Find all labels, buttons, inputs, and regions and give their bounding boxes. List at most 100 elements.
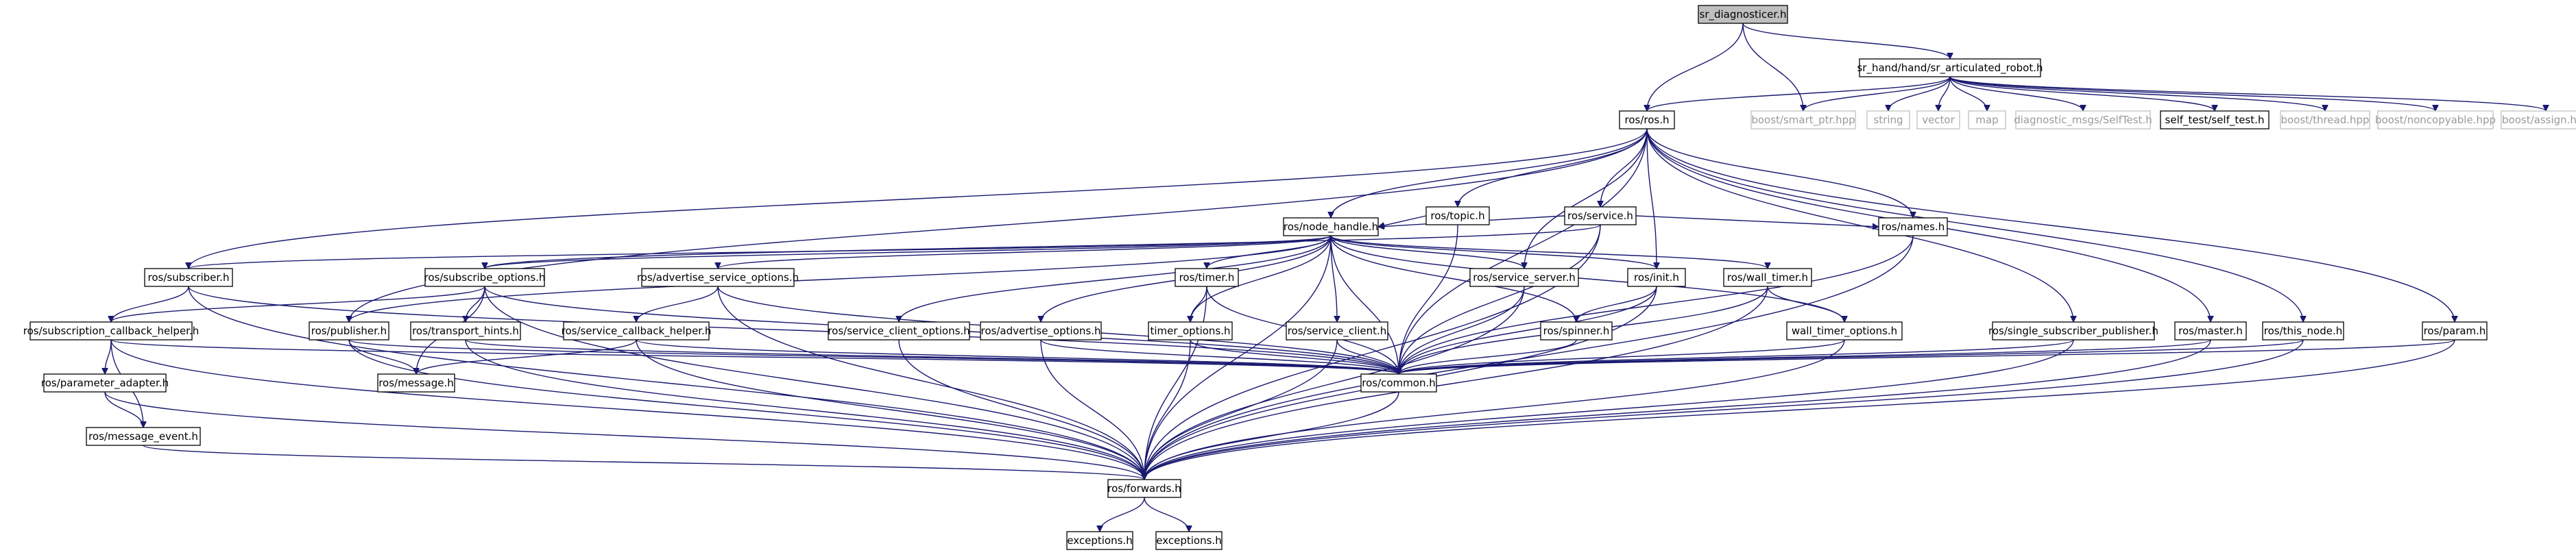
node-box (1786, 321, 1903, 341)
edge-timer-options-to-ros-forwards (1144, 339, 1191, 480)
node-ros-service-client-options[interactable]: ros/service_client_options.h (828, 321, 970, 341)
node-label: ros/subscriber.h (148, 271, 230, 284)
edge-wall-timer-options-to-ros-common (1399, 339, 1845, 375)
node-label: sr_hand/hand/sr_articulated_robot.h (1857, 62, 2043, 75)
node-box (144, 268, 233, 287)
node-ros-publisher[interactable]: ros/publisher.h (309, 321, 389, 341)
node-ros-parameter-adapter[interactable]: ros/parameter_adapter.h (41, 373, 169, 393)
edge-robot-h-to-boost-thread (1949, 76, 2325, 112)
edge-ros-ros-h-to-ros-this-node (1646, 128, 2303, 322)
node-label: ros/topic.h (1430, 210, 1484, 222)
node-ros-subscription-callback-helper[interactable]: ros/subscription_callback_helper.h (23, 321, 200, 341)
node-string: string (1866, 110, 1910, 129)
edge-ros-forwards-to-exceptions-2 (1144, 497, 1189, 532)
node-self-test[interactable]: self_test/self_test.h (2160, 110, 2270, 129)
node-box (980, 321, 1102, 341)
node-label: ros/names.h (1881, 221, 1945, 233)
edge-ros-service-client-to-ros-forwards (1144, 339, 1338, 480)
node-ros-subscribe-options[interactable]: ros/subscribe_options.h (424, 268, 546, 287)
node-label: vector (1922, 114, 1955, 126)
node-ros-message[interactable]: ros/message.h (377, 373, 455, 393)
node-ros-topic[interactable]: ros/topic.h (1425, 206, 1490, 225)
edge-ros-subscriber-to-ros-forwards (188, 286, 1144, 480)
node-box (1878, 217, 1948, 236)
node-ros-init[interactable]: ros/init.h (1627, 268, 1686, 287)
edge-ros-service-client-options-to-ros-forwards (898, 339, 1144, 480)
node-label: ros/timer.h (1179, 271, 1235, 284)
node-box (1916, 110, 1960, 129)
node-boost-smart-ptr: boost/smart_ptr.hpp (1750, 110, 1856, 129)
node-ros-timer[interactable]: ros/timer.h (1175, 268, 1239, 287)
node-ros-transport-hints[interactable]: ros/transport_hints.h (410, 321, 521, 341)
edge-ros-init-to-ros-common (1399, 286, 1657, 374)
node-box (1698, 5, 1788, 24)
node-box (1750, 110, 1856, 129)
edge-ros-ros-h-to-ros-service (1600, 128, 1648, 207)
node-ros-forwards[interactable]: ros/forwards.h (1107, 479, 1181, 498)
node-ros-subscriber[interactable]: ros/subscriber.h (144, 268, 233, 287)
node-exceptions-2[interactable]: exceptions.h (1155, 531, 1223, 550)
node-ros-node-handle[interactable]: ros/node_handle.h (1283, 217, 1379, 236)
node-robot-h[interactable]: sr_hand/hand/sr_articulated_robot.h (1857, 58, 2043, 77)
node-ros-advertise-service-options[interactable]: ros/advertise_service_options.h (637, 268, 799, 287)
node-ros-spinner[interactable]: ros/spinner.h (1540, 321, 1613, 341)
edge-robot-h-to-vector (1938, 76, 1951, 111)
node-label: map (1975, 114, 1998, 126)
node-sr-diagnosticer-h[interactable]: sr_diagnosticer.h (1698, 5, 1788, 24)
edge-wall-timer-options-to-ros-forwards (1144, 339, 1845, 480)
edge-ros-node-handle-to-ros-advertise-service-options (718, 235, 1332, 269)
node-label: ros/message.h (378, 377, 454, 389)
edge-ros-ros-h-to-ros-service-server (1524, 128, 1648, 269)
edge-ros-param-to-ros-forwards (1144, 339, 2455, 480)
node-box (1283, 217, 1379, 236)
node-box (1859, 58, 2041, 77)
node-ros-master[interactable]: ros/master.h (2174, 321, 2247, 341)
edge-robot-h-to-ros-ros-h (1647, 76, 1951, 112)
edge-ros-service-to-ros-common (1399, 224, 1601, 374)
node-label: ros/advertise_options.h (981, 325, 1101, 338)
edge-ros-this-node-to-ros-forwards (1144, 339, 2304, 480)
edge-ros-advertise-service-options-to-ros-forwards (717, 286, 1144, 480)
node-ros-service[interactable]: ros/service.h (1564, 206, 1637, 225)
node-label: wall_timer_options.h (1792, 325, 1897, 338)
node-box (1866, 110, 1910, 129)
node-label: ros/message_event.h (88, 430, 198, 443)
node-box (1155, 531, 1223, 550)
node-ros-single-subscriber-publisher[interactable]: ros/single_subscriber_publisher.h (1988, 321, 2158, 341)
node-ros-service-server[interactable]: ros/service_server.h (1469, 268, 1579, 287)
node-label: sr_diagnosticer.h (1700, 8, 1787, 21)
node-exceptions-1[interactable]: exceptions.h (1066, 531, 1133, 550)
node-ros-param[interactable]: ros/param.h (2422, 321, 2488, 341)
edge-ros-timer-to-ros-forwards (1144, 286, 1207, 480)
node-label: boost/noncopyable.hpp (2375, 114, 2496, 126)
node-box (29, 321, 193, 341)
edge-robot-h-to-diag-selftest (1949, 76, 2083, 112)
node-label: ros/subscription_callback_helper.h (23, 325, 200, 338)
edge-ros-node-handle-to-ros-spinner (1330, 235, 1576, 322)
node-box (43, 373, 167, 393)
node-ros-names[interactable]: ros/names.h (1878, 217, 1948, 236)
node-ros-ros-h[interactable]: ros/ros.h (1619, 110, 1675, 129)
edge-ros-ros-h-to-ros-param (1646, 128, 2455, 322)
edge-ros-single-subscriber-publisher-to-ros-forwards (1144, 339, 2074, 480)
node-ros-wall-timer[interactable]: ros/wall_timer.h (1723, 268, 1812, 287)
node-label: boost/smart_ptr.hpp (1751, 114, 1855, 127)
node-box (1286, 321, 1388, 341)
edge-ros-node-handle-to-ros-service-client (1330, 235, 1337, 322)
node-ros-message-event[interactable]: ros/message_event.h (86, 427, 201, 446)
node-ros-service-callback-helper[interactable]: ros/service_callback_helper.h (562, 321, 712, 341)
edge-ros-publisher-to-ros-common (348, 339, 1399, 375)
node-timer-options[interactable]: timer_options.h (1148, 321, 1233, 341)
edge-ros-names-to-ros-forwards (1144, 235, 1914, 480)
node-wall-timer-options[interactable]: wall_timer_options.h (1786, 321, 1903, 341)
node-label: ros/node_handle.h (1284, 221, 1378, 234)
node-diag-selftest: diagnostic_msgs/SelfTest.h (2014, 110, 2152, 129)
node-ros-advertise-options[interactable]: ros/advertise_options.h (980, 321, 1102, 341)
node-label: ros/spinner.h (1543, 325, 1610, 337)
edge-ros-publisher-to-ros-forwards (348, 339, 1144, 480)
node-ros-this-node[interactable]: ros/this_node.h (2262, 321, 2344, 341)
node-ros-common[interactable]: ros/common.h (1360, 373, 1437, 393)
node-ros-service-client[interactable]: ros/service_client.h (1286, 321, 1388, 341)
edge-ros-subscriber-to-ros-common (188, 286, 1399, 375)
edge-ros-subscription-callback-helper-to-ros-forwards (110, 339, 1144, 480)
